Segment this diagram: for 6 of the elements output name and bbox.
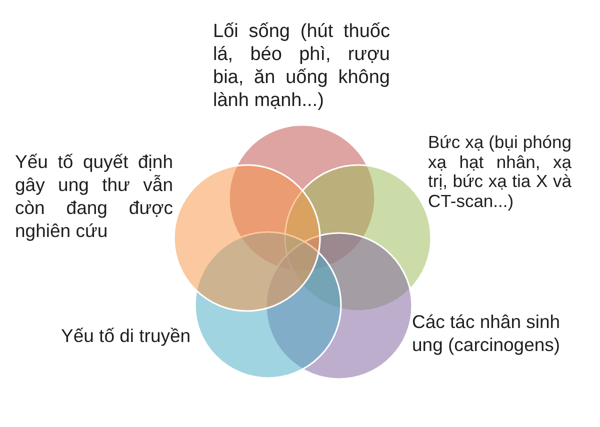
factor-label: Bức xạ (bụi phóng xạ hạt nhân, xạ trị, bức xạ tia X và CT-scan...) (428, 133, 572, 211)
venn-circle (172, 163, 322, 313)
factor-label: Yếu tố di truyền (61, 324, 192, 347)
factor-label: Yếu tố quyết định gây ung thư vẫn còn đang được nghiên cứu (15, 150, 173, 242)
factor-label: Lối sống (hút thuốc lá, béo phì, rượu bia, ăn uống không lành mạnh...) (213, 20, 390, 112)
factor-label: Các tác nhân sinh ung (carcinogens) (412, 310, 562, 356)
